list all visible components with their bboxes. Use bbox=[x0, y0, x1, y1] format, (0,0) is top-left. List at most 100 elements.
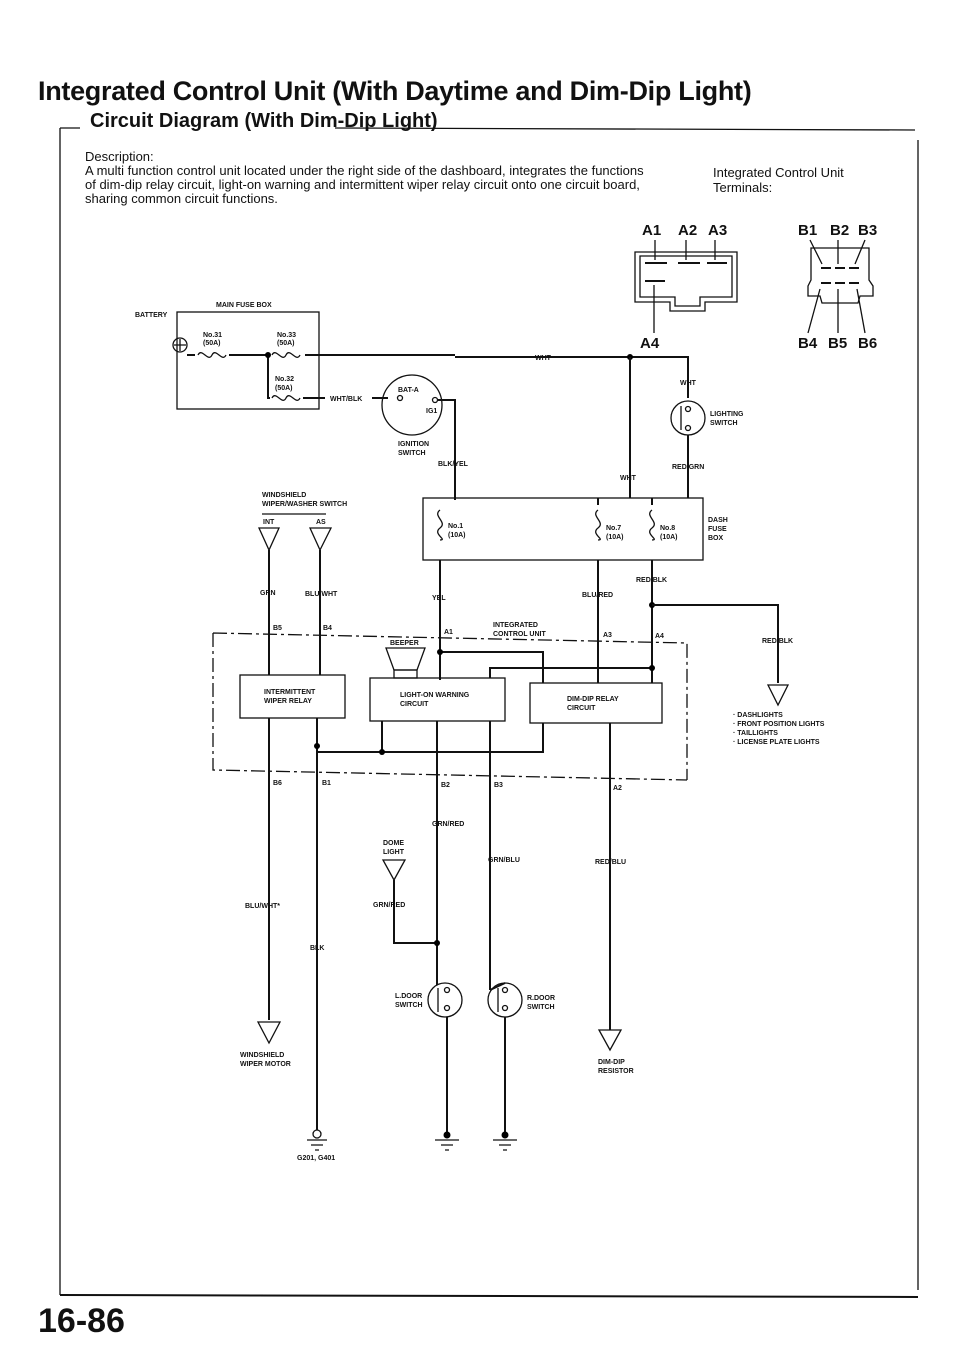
diagram-label: BLU/RED bbox=[582, 592, 613, 599]
diagram-label: (50A) bbox=[277, 340, 295, 347]
diagram-label: AS bbox=[316, 519, 326, 526]
diagram-label: No.1 bbox=[448, 523, 463, 530]
diagram-label: BLK/YEL bbox=[438, 461, 469, 468]
diagram-label: B5 bbox=[828, 335, 847, 352]
diagram-label: No.33 bbox=[277, 332, 296, 339]
lower-circuits: BLU/WHT* WINDSHIELD WIPER MOTOR BLK G201… bbox=[240, 800, 634, 1162]
diagram-label: LIGHT-ON WARNING bbox=[400, 692, 470, 699]
diagram-label: RED/GRN bbox=[672, 464, 704, 471]
diagram-label: B2 bbox=[441, 782, 450, 789]
diagram-label: DASH bbox=[708, 517, 728, 524]
diagram-label: BLU/WHT* bbox=[245, 903, 280, 910]
diagram-label: B5 bbox=[273, 625, 282, 632]
diagram-label: WHT/BLK bbox=[330, 396, 362, 403]
main-fuse-box: MAIN FUSE BOX No.31 (50A) No.33 (50A) No… bbox=[176, 302, 320, 410]
diagram-label: WINDSHIELD bbox=[262, 492, 306, 499]
diagram-label: A4 bbox=[640, 335, 660, 352]
diagram-label: WINDSHIELD bbox=[240, 1052, 284, 1059]
diagram-label: SWITCH bbox=[395, 1002, 423, 1009]
diagram-label: WIPER/WASHER SWITCH bbox=[262, 501, 347, 508]
diagram-label: RED/BLK bbox=[636, 577, 667, 584]
diagram-label: BATTERY bbox=[135, 312, 168, 319]
page-frame bbox=[59, 127, 919, 1298]
diagram-label: RED/BLK bbox=[762, 638, 793, 645]
diagram-label: INTEGRATED bbox=[493, 622, 538, 629]
diagram-label: A2 bbox=[613, 785, 622, 792]
lighting-switch: WHT LIGHTING SWITCH RED/GRN WHT bbox=[620, 357, 744, 498]
diagram-label: GRN/RED bbox=[373, 902, 405, 909]
diagram-label: DIM-DIP RELAY bbox=[567, 696, 619, 703]
diagram-label: RESISTOR bbox=[598, 1068, 634, 1075]
wiper-washer-switch: WINDSHIELD WIPER/WASHER SWITCH INT AS GR… bbox=[257, 492, 347, 675]
diagram-label: B6 bbox=[273, 780, 282, 787]
diagram-label: (50A) bbox=[275, 385, 293, 392]
diagram-label: B4 bbox=[798, 335, 818, 352]
diagram-label: (50A) bbox=[203, 340, 221, 347]
battery: BATTERY bbox=[135, 312, 188, 353]
page-number: 16-86 bbox=[38, 1302, 125, 1340]
description: Description: A multi function control un… bbox=[85, 150, 645, 206]
diagram-label: IGNITION bbox=[398, 441, 429, 448]
diagram-label: B1 bbox=[322, 780, 331, 787]
diagram-label: A2 bbox=[678, 222, 697, 239]
diagram-label: A4 bbox=[655, 633, 664, 640]
diagram-label: CONTROL UNIT bbox=[493, 631, 546, 638]
diagram-label: MAIN FUSE BOX bbox=[216, 302, 272, 309]
diagram-subtitle: Circuit Diagram (With Dim-Dip Light) bbox=[90, 110, 438, 132]
diagram-label: BOX bbox=[708, 535, 724, 542]
diagram-label: GRN/RED bbox=[432, 821, 464, 828]
diagram-label: B4 bbox=[323, 625, 332, 632]
connector-b-diagram: B1 B2 B3 B4 B5 B6 bbox=[798, 222, 877, 352]
diagram-label: No.7 bbox=[606, 525, 621, 532]
diagram-label: GRN bbox=[260, 590, 276, 597]
ignition-switch: BAT-A IG1 IGNITION SWITCH BLK/YEL bbox=[381, 374, 469, 498]
diagram-label: SWITCH bbox=[527, 1004, 555, 1011]
diagram-label: · DASHLIGHTS bbox=[733, 712, 783, 719]
diagram-label: BEEPER bbox=[390, 640, 419, 647]
diagram-label: A1 bbox=[642, 222, 661, 239]
diagram-label: BLK bbox=[310, 945, 324, 952]
diagram-label: L.DOOR bbox=[395, 993, 422, 1000]
diagram-label: CIRCUIT bbox=[400, 701, 429, 708]
diagram-label: · TAILLIGHTS bbox=[733, 730, 778, 737]
dash-fuse-box: DASH FUSE BOX No.1 (10A) No.7 (10A) No.8… bbox=[422, 497, 728, 683]
diagram-label: LIGHT bbox=[383, 849, 405, 856]
diagram-label: R.DOOR bbox=[527, 995, 555, 1002]
diagram-label: · FRONT POSITION LIGHTS bbox=[733, 721, 825, 728]
diagram-label: A3 bbox=[603, 632, 612, 639]
diagram-label: · LICENSE PLATE LIGHTS bbox=[733, 739, 820, 746]
diagram-label: WHT bbox=[680, 380, 697, 387]
diagram-label: G201, G401 bbox=[297, 1155, 335, 1162]
diagram-label: A3 bbox=[708, 222, 727, 239]
diagram-label: RED/BLU bbox=[595, 859, 626, 866]
diagram-label: BLU/WHT bbox=[305, 591, 338, 598]
diagram-label: DIM-DIP bbox=[598, 1059, 625, 1066]
main-wiring: WHT WHT/BLK bbox=[187, 352, 689, 403]
diagram-label: A1 bbox=[444, 629, 453, 636]
diagram-label: INT bbox=[263, 519, 275, 526]
diagram-label: B2 bbox=[830, 222, 849, 239]
diagram-label: WIPER RELAY bbox=[264, 698, 312, 705]
diagram-label: INTERMITTENT bbox=[264, 689, 316, 696]
diagram-label: No.32 bbox=[275, 376, 294, 383]
diagram-label: B1 bbox=[798, 222, 817, 239]
description-label: Description: bbox=[85, 149, 154, 164]
diagram-label: (10A) bbox=[606, 534, 624, 541]
diagram-label: SWITCH bbox=[710, 420, 738, 427]
diagram-label: DOME bbox=[383, 840, 404, 847]
integrated-control-unit: B5 B4 A1 INTEGRATED CONTROL UNIT A3 A4 B… bbox=[212, 622, 688, 1130]
diagram-label: FUSE bbox=[708, 526, 727, 533]
lights-output: RED/BLK · DASHLIGHTS · FRONT POSITION LI… bbox=[649, 602, 825, 746]
diagram-label: IG1 bbox=[426, 408, 437, 415]
diagram-label: BAT-A bbox=[398, 387, 419, 394]
diagram-label: LIGHTING bbox=[710, 411, 744, 418]
terminals-label: Integrated Control Unit Terminals: bbox=[713, 165, 844, 195]
diagram-label: YEL bbox=[432, 595, 446, 602]
diagram-label: WHT bbox=[535, 355, 552, 362]
diagram-label: B6 bbox=[858, 335, 877, 352]
diagram-label: WHT bbox=[620, 475, 637, 482]
diagram-label: CIRCUIT bbox=[567, 705, 596, 712]
diagram-label: (10A) bbox=[448, 532, 466, 539]
diagram-label: (10A) bbox=[660, 534, 678, 541]
